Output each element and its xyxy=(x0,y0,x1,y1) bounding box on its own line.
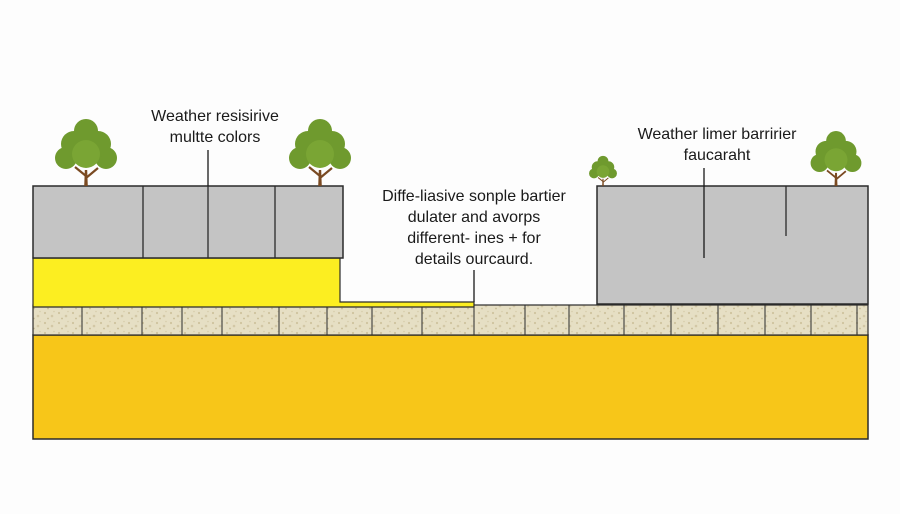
left-label-line-2: multte colors xyxy=(169,129,261,146)
left-label: Weather resisirive multte colors xyxy=(140,106,290,148)
base-layer xyxy=(32,334,869,440)
gravel-layer xyxy=(32,304,869,336)
middle-label: Diffe-liasive sonple bartier dulater and… xyxy=(362,186,586,270)
right-label-line-1: Weather limer barririer xyxy=(637,126,797,143)
tree-icon xyxy=(287,117,353,188)
small-tree-icon xyxy=(588,155,618,187)
middle-label-line-3: different- ines + for xyxy=(407,230,541,247)
tree-icon xyxy=(809,130,863,187)
middle-label-line-1: Diffe-liasive sonple bartier xyxy=(382,188,566,205)
middle-label-line-4: details ourcaurd. xyxy=(414,251,534,268)
tree-icon xyxy=(53,117,119,188)
middle-label-line-2: dulater and avorps xyxy=(407,209,541,226)
left-wall-blocks xyxy=(32,185,344,259)
right-wall-block xyxy=(596,185,869,305)
right-label: Weather limer barririer faucaraht xyxy=(622,124,812,166)
right-label-line-2: faucaraht xyxy=(683,147,751,164)
left-label-line-1: Weather resisirive xyxy=(151,108,279,125)
